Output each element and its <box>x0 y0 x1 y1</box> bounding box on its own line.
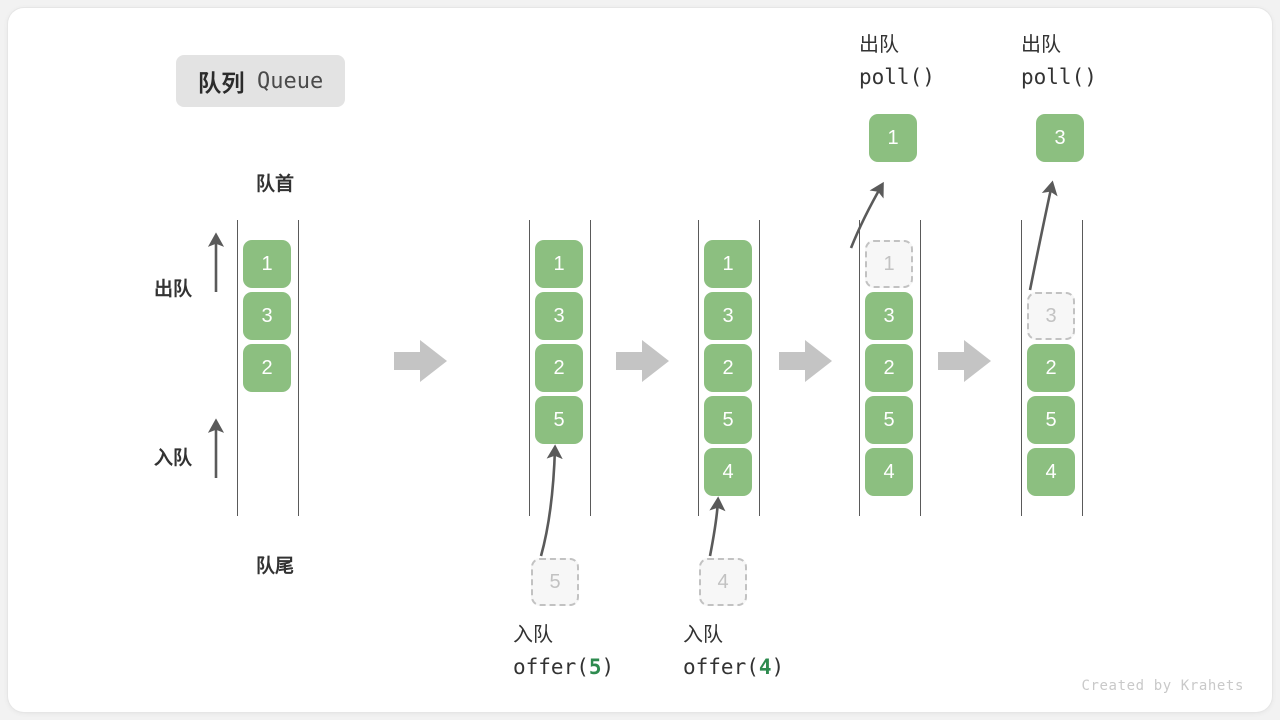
queue-cell-removed: 1 <box>865 240 913 288</box>
credit-text: Created by Krahets <box>1081 678 1244 694</box>
queue-cell: 4 <box>1027 448 1075 496</box>
queue-cell: 5 <box>1027 396 1075 444</box>
title-chinese: 队列 <box>198 70 245 96</box>
queue-cell: 3 <box>535 292 583 340</box>
operation-label-offer-5: 入队 offer(5) <box>513 620 614 684</box>
queue-column-poll-3: 3 2 5 4 <box>1021 220 1083 516</box>
code-suffix: ) <box>1084 65 1097 89</box>
queue-column-initial: 1 3 2 <box>237 220 299 516</box>
queue-rail-right <box>590 220 591 516</box>
code-argument: 4 <box>758 655 772 679</box>
queue-column-poll-1: 1 3 2 5 4 <box>859 220 921 516</box>
queue-tail-label: 队尾 <box>255 556 294 577</box>
code-suffix: ) <box>771 655 785 679</box>
queue-cell: 1 <box>535 240 583 288</box>
queue-cell: 5 <box>704 396 752 444</box>
operation-name: 出队 <box>859 34 899 56</box>
operation-code: poll() <box>859 61 935 94</box>
queue-cell-new: 4 <box>704 448 752 496</box>
queue-cell: 3 <box>865 292 913 340</box>
step-arrow-1 <box>394 340 447 382</box>
queue-rail-left <box>237 220 238 516</box>
queue-rail-left <box>1021 220 1022 516</box>
incoming-element-4: 4 <box>699 558 747 606</box>
operation-label-poll-3: 出队 poll() <box>1021 30 1097 94</box>
queue-cell: 5 <box>865 396 913 444</box>
queue-cell: 1 <box>704 240 752 288</box>
code-suffix: ) <box>922 65 935 89</box>
code-suffix: ) <box>601 655 615 679</box>
step-arrow-2 <box>616 340 669 382</box>
operation-name: 入队 <box>513 624 553 646</box>
queue-rail-left <box>859 220 860 516</box>
queue-rail-right <box>298 220 299 516</box>
operation-name: 出队 <box>1021 34 1061 56</box>
outgoing-element-1: 1 <box>869 114 917 162</box>
queue-cell: 1 <box>243 240 291 288</box>
dequeue-direction-label: 出队 <box>154 279 193 300</box>
step-arrow-3 <box>779 340 832 382</box>
code-prefix: poll( <box>1021 65 1085 89</box>
step-arrow-4 <box>938 340 991 382</box>
operation-code: offer(4) <box>683 651 784 684</box>
diagram-title-badge: 队列 Queue <box>176 55 346 107</box>
queue-cell: 2 <box>535 344 583 392</box>
outgoing-element-3: 3 <box>1036 114 1084 162</box>
queue-cell: 3 <box>243 292 291 340</box>
queue-column-offer-5: 1 3 2 5 <box>529 220 591 516</box>
code-prefix: offer( <box>513 655 589 679</box>
queue-cell: 2 <box>704 344 752 392</box>
queue-cell-new: 5 <box>535 396 583 444</box>
queue-cell: 4 <box>865 448 913 496</box>
title-english: Queue <box>257 68 324 94</box>
incoming-element-5: 5 <box>531 558 579 606</box>
operation-label-offer-4: 入队 offer(4) <box>683 620 784 684</box>
queue-column-offer-4: 1 3 2 5 4 <box>698 220 760 516</box>
enqueue-direction-label: 入队 <box>154 448 193 469</box>
operation-code: offer(5) <box>513 651 614 684</box>
queue-cell: 2 <box>1027 344 1075 392</box>
code-argument: 5 <box>588 655 602 679</box>
code-prefix: offer( <box>683 655 759 679</box>
operation-label-poll-1: 出队 poll() <box>859 30 935 94</box>
queue-head-label: 队首 <box>255 174 294 195</box>
queue-rail-right <box>1082 220 1083 516</box>
operation-name: 入队 <box>683 624 723 646</box>
operation-code: poll() <box>1021 61 1097 94</box>
diagram-card: 队列 Queue 队首 队尾 出队 入队 1 3 2 1 3 2 5 5 入队 … <box>8 8 1272 712</box>
queue-cell: 2 <box>865 344 913 392</box>
queue-rail-right <box>920 220 921 516</box>
code-prefix: poll( <box>859 65 923 89</box>
queue-cell: 3 <box>704 292 752 340</box>
queue-rail-right <box>759 220 760 516</box>
queue-cell: 2 <box>243 344 291 392</box>
queue-cell-removed: 3 <box>1027 292 1075 340</box>
queue-rail-left <box>698 220 699 516</box>
queue-rail-left <box>529 220 530 516</box>
